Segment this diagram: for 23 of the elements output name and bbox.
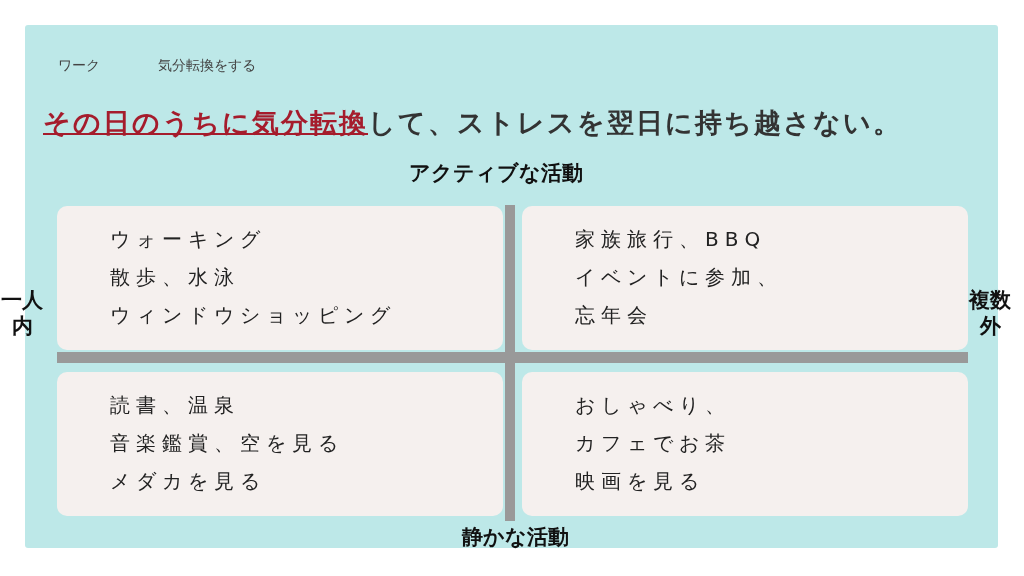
quadrant-card — [57, 372, 503, 516]
quadrant-card — [522, 206, 968, 350]
activity-text: 家族旅行、BBQ — [575, 226, 768, 252]
activity-text: ウィンドウショッピング — [110, 302, 397, 328]
axis-label: 一人内 — [1, 287, 43, 340]
activity-text: カフェでお茶 — [575, 430, 732, 456]
title: その日のうちに気分転換して、ストレスを翌日に持ち越さない。 — [43, 106, 902, 140]
header-label: 気分転換をする — [158, 57, 256, 75]
quadrant-card — [57, 206, 503, 350]
activity-text: 忘年会 — [575, 302, 654, 328]
activity-text: 映画を見る — [575, 468, 706, 494]
activity-text: 音楽鑑賞、空を見る — [110, 430, 345, 456]
axis-label: 静かな活動 — [462, 524, 569, 551]
axis-label: アクティブな活動 — [409, 160, 583, 187]
activity-text: ウォーキング — [110, 226, 267, 252]
activity-text: イベントに参加、 — [575, 264, 784, 290]
axis-label: 複数外 — [969, 287, 1011, 340]
activity-text: おしゃべり、 — [575, 392, 732, 418]
header-label: ワーク — [58, 57, 100, 75]
activity-text: 読書、温泉 — [110, 392, 241, 418]
activity-text: メダカを見る — [110, 468, 267, 494]
quadrant-card — [522, 372, 968, 516]
activity-text: 散歩、水泳 — [110, 264, 241, 290]
